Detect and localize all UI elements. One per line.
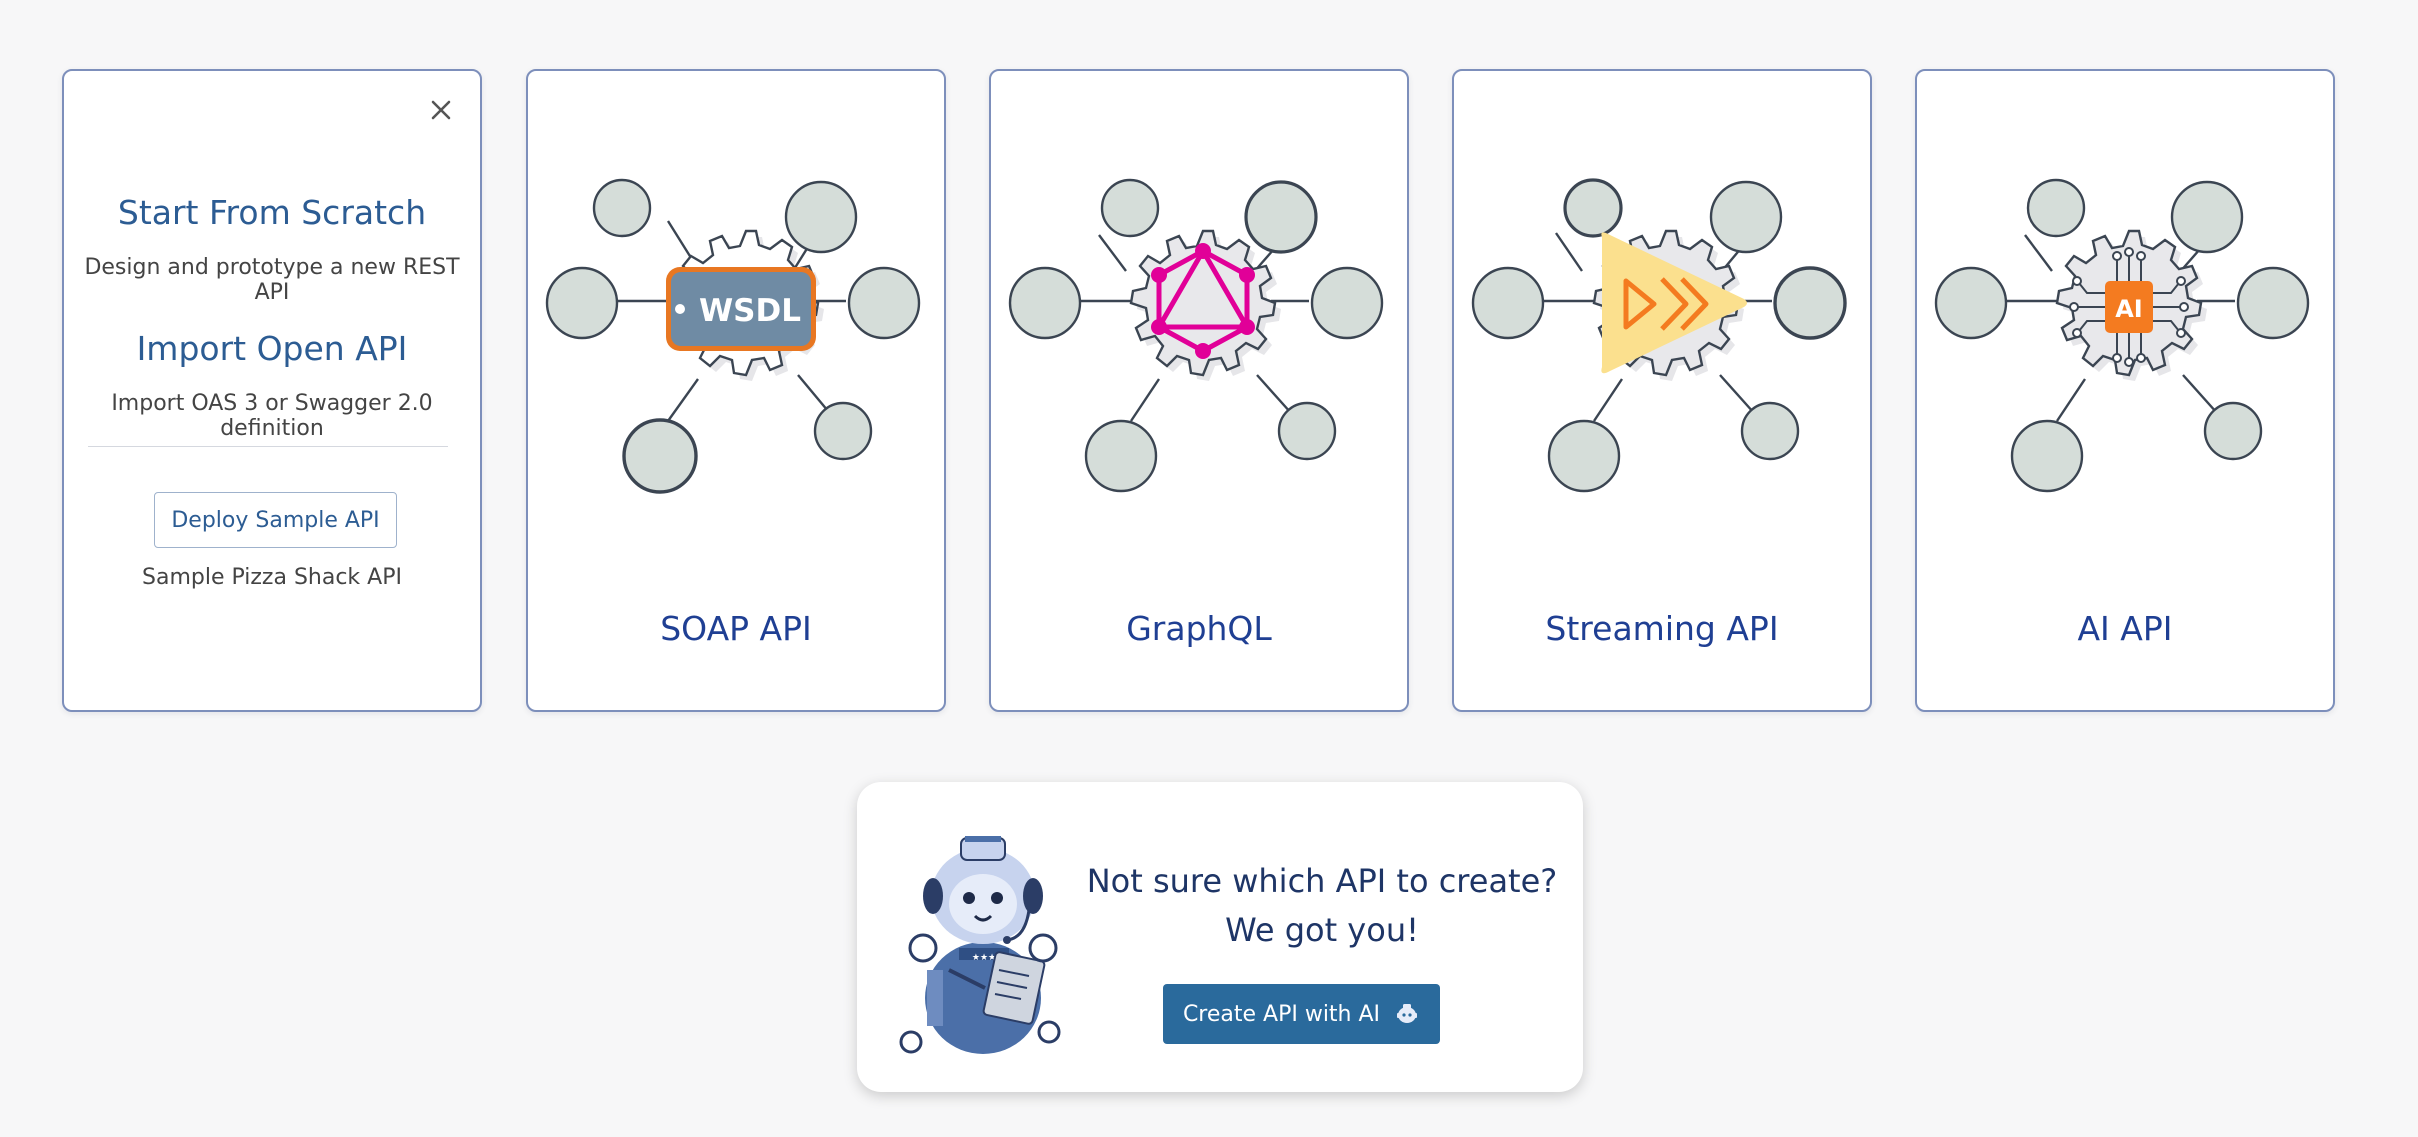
start-from-scratch-description: Design and prototype a new REST API — [84, 255, 460, 305]
robot-small-icon — [1397, 1004, 1418, 1023]
soap-api-title: SOAP API — [660, 609, 812, 648]
ai-chip-icon: AI — [1934, 178, 2310, 493]
streaming-api-card[interactable]: Streaming API — [1452, 69, 1872, 712]
deploy-sample-api-button[interactable]: Deploy Sample API — [154, 492, 397, 548]
ai-api-card[interactable]: AI AI API — [1915, 69, 2335, 712]
svg-text:★★★: ★★★ — [972, 953, 996, 963]
import-open-api-link[interactable]: Import Open API — [136, 329, 408, 368]
streaming-icon — [1471, 178, 1847, 493]
graphql-card[interactable]: GraphQL — [989, 69, 1409, 712]
start-from-scratch-link[interactable]: Start From Scratch — [117, 193, 427, 232]
ai-chip-label: AI — [2115, 295, 2143, 323]
start-from-scratch-card: Start From Scratch Design and prototype … — [62, 69, 482, 712]
ai-question-line2: We got you! — [1225, 911, 1419, 949]
deploy-sample-api-description: Sample Pizza Shack API — [142, 565, 402, 590]
ai-api-title: AI API — [2077, 609, 2173, 648]
wsdl-icon: WSDL — [545, 178, 921, 494]
robot-mascot-icon: ★★★ — [899, 836, 1061, 1054]
ai-assist-panel: ★★★ Not sure which API to create? We got… — [857, 782, 1583, 1092]
ai-question-line1: Not sure which API to create? — [1086, 862, 1558, 900]
close-icon[interactable] — [424, 93, 458, 127]
soap-api-card[interactable]: WSDL SOAP API — [526, 69, 946, 712]
create-api-with-ai-button[interactable]: Create API with AI — [1163, 984, 1440, 1044]
graphql-title: GraphQL — [1126, 609, 1272, 648]
wsdl-label: WSDL — [699, 293, 801, 329]
streaming-api-title: Streaming API — [1545, 609, 1779, 648]
graphql-icon — [1008, 178, 1384, 493]
divider — [88, 446, 448, 447]
import-open-api-description: Import OAS 3 or Swagger 2.0 definition — [111, 391, 433, 441]
create-api-with-ai-label: Create API with AI — [1182, 1001, 1381, 1027]
